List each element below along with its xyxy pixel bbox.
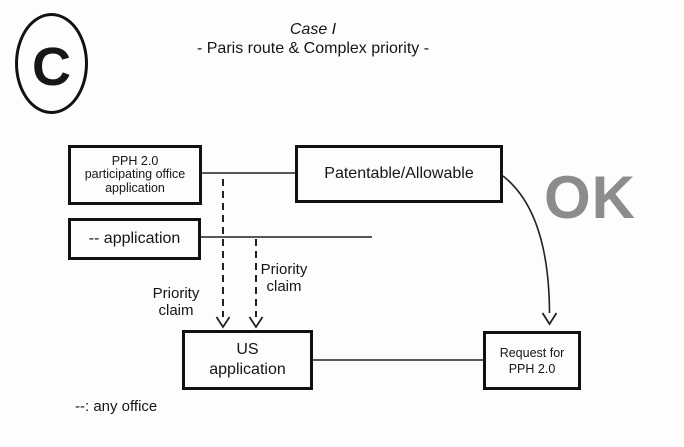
case-c-letter: C [32,36,71,97]
priority-claim-arrow-1 [215,179,231,329]
node-pph-participating-office-application: PPH 2.0 participating office application [68,145,202,205]
node-any-office-application: -- application [68,218,201,260]
node-request-for-pph: Request for PPH 2.0 [483,331,581,390]
priority-claim-label-left: Priority claim [152,285,200,319]
priority-claim-label-right: Priority claim [260,261,308,295]
diagram-title: Case I - Paris route & Complex priority … [128,20,498,58]
any-office-footnote: --: any office [75,398,158,415]
node-us-application: US application [182,330,313,390]
case-subtitle: - Paris route & Complex priority - [196,40,430,57]
case-number-label: Case I [289,21,337,38]
ok-status-label: OK [544,164,636,231]
node-patentable-allowable: Patentable/Allowable [295,145,503,203]
case-c-badge: C [15,13,88,114]
